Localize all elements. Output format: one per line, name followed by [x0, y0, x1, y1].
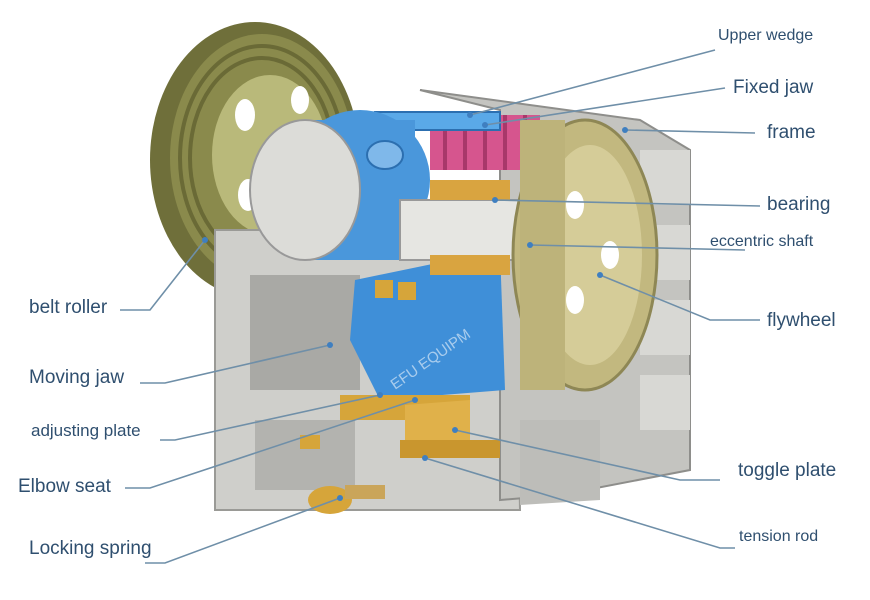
leader-frame — [624, 129, 756, 134]
leader-toggle-plate — [454, 429, 720, 481]
label-frame: frame — [767, 122, 816, 143]
label-toggle-plate: toggle plate — [738, 460, 837, 481]
label-locking-spring: Locking spring — [29, 538, 152, 559]
leader-tension-rod — [424, 457, 735, 549]
leader-lines — [120, 49, 761, 564]
label-flywheel: flywheel — [767, 310, 836, 331]
label-eccentric-shaft: eccentric shaft — [710, 233, 814, 250]
leader-bearing — [494, 199, 761, 207]
label-upper-wedge: Upper wedge — [718, 27, 814, 44]
leader-moving-jaw — [140, 344, 331, 384]
leader-dots — [202, 112, 628, 501]
label-fixed-jaw: Fixed jaw — [733, 77, 814, 98]
label-adjusting-plate: adjusting plate — [31, 421, 141, 440]
label-bearing: bearing — [767, 194, 831, 215]
leader-adjusting-plate — [160, 394, 381, 441]
toggle-assembly-illustration — [300, 280, 500, 514]
leader-fixed-jaw — [484, 87, 726, 126]
leader-upper-wedge — [469, 49, 716, 116]
leader-belt-roller — [120, 239, 206, 311]
leader-flywheel — [599, 274, 760, 321]
leader-elbow-seat — [125, 399, 416, 489]
label-elbow-seat: Elbow seat — [18, 476, 111, 497]
label-moving-jaw: Moving jaw — [29, 367, 125, 388]
leader-locking-spring — [145, 497, 341, 564]
label-belt-roller: belt roller — [29, 297, 108, 318]
leader-eccentric-shaft — [529, 244, 746, 251]
label-tension-rod: tension rod — [739, 528, 819, 545]
flywheel-illustration — [511, 118, 659, 392]
